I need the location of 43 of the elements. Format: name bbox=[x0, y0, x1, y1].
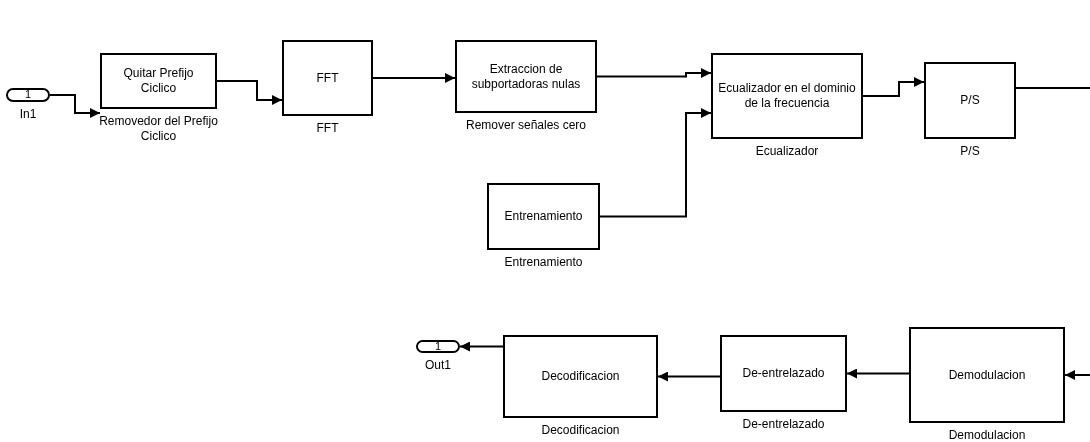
process-block bbox=[455, 40, 597, 113]
port-block bbox=[416, 340, 460, 353]
process-block bbox=[487, 183, 600, 250]
arrow bbox=[459, 341, 504, 352]
arrow bbox=[599, 108, 712, 218]
process-block bbox=[282, 40, 373, 116]
arrow bbox=[657, 371, 721, 382]
arrow bbox=[846, 368, 910, 379]
block-caption: Decodificacion bbox=[540, 423, 621, 438]
arrow bbox=[1064, 370, 1090, 380]
arrow bbox=[862, 77, 925, 97]
block-caption: Ecualizador bbox=[754, 144, 820, 159]
process-block bbox=[720, 335, 847, 412]
arrow bbox=[372, 73, 456, 83]
arrow bbox=[596, 68, 712, 78]
block-caption: In1 bbox=[18, 107, 38, 122]
process-block bbox=[711, 53, 863, 139]
block-text: Extraccion de subportadoras nulas bbox=[470, 61, 582, 92]
block-caption: Remover señales cero bbox=[464, 118, 588, 133]
block-text: Ecualizador en el dominio de la frecuencia bbox=[717, 81, 857, 111]
block-caption: Demodulacion bbox=[947, 428, 1027, 442]
block-text: Entrenamiento bbox=[504, 209, 583, 224]
block-caption: FFT bbox=[315, 121, 340, 136]
block-caption: Out1 bbox=[424, 358, 452, 373]
block-text: 1 bbox=[434, 339, 442, 354]
block-caption: De-entrelazado bbox=[741, 417, 826, 432]
block-text: FFT bbox=[316, 70, 339, 86]
block-text: Quitar Prefijo Ciclico bbox=[122, 66, 195, 96]
block-caption: P/S bbox=[959, 144, 981, 159]
process-block bbox=[909, 327, 1065, 423]
block-caption: Entrenamiento bbox=[503, 255, 584, 270]
block-text: 1 bbox=[24, 88, 32, 102]
block-text: P/S bbox=[960, 93, 980, 108]
process-block bbox=[100, 53, 217, 109]
block-text: Demodulacion bbox=[948, 367, 1026, 383]
arrow bbox=[49, 94, 101, 118]
block-caption: Removedor del Prefijo Ciclico bbox=[98, 114, 219, 144]
arrow bbox=[216, 80, 283, 105]
block-text: Decodificacion bbox=[541, 369, 620, 384]
process-block bbox=[924, 62, 1016, 139]
port-block bbox=[6, 88, 50, 102]
process-block bbox=[503, 335, 658, 418]
block-text: De-entrelazado bbox=[742, 366, 825, 381]
